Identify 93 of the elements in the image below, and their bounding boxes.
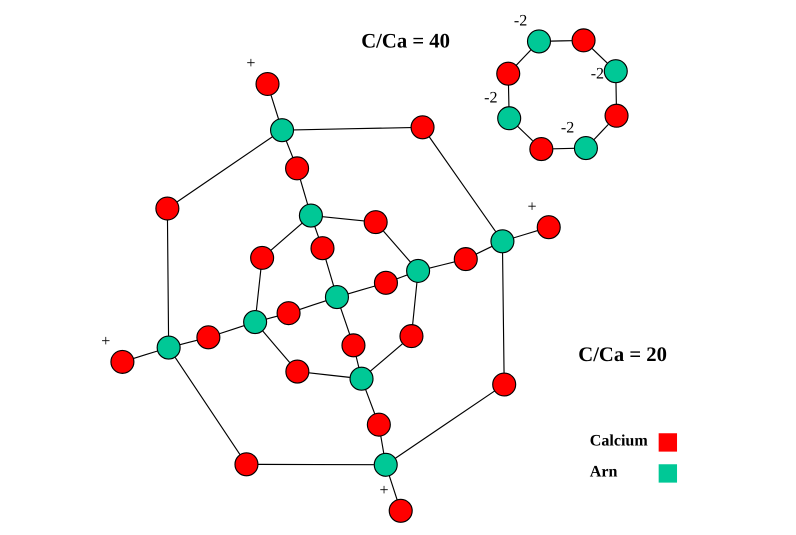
connector <box>256 269 262 310</box>
node-label: + <box>380 482 389 499</box>
connector <box>395 390 495 459</box>
node-circle <box>526 29 552 54</box>
node-circle <box>156 336 181 360</box>
connector <box>286 140 294 158</box>
node-circle <box>496 62 520 86</box>
connector <box>428 136 496 232</box>
connector <box>300 180 308 204</box>
connector <box>325 259 334 286</box>
label: C/Ca = 40 <box>361 30 450 52</box>
connector <box>380 436 384 454</box>
node-circle <box>270 118 294 142</box>
node-circle <box>341 333 366 358</box>
connector <box>508 85 510 107</box>
node-circle <box>298 204 323 228</box>
node-circle <box>250 246 274 270</box>
node-label: -2 <box>560 119 574 136</box>
connector <box>594 124 609 140</box>
connector <box>308 372 350 378</box>
node-circle <box>454 247 478 272</box>
node-circle <box>349 366 374 391</box>
connector <box>502 253 505 373</box>
node-circle <box>497 106 522 130</box>
connector <box>592 48 608 64</box>
connector <box>396 274 408 280</box>
node-circle <box>410 115 435 140</box>
node-label: + <box>101 333 110 350</box>
connector <box>430 261 454 269</box>
node-circle <box>366 412 391 437</box>
connector <box>383 230 411 262</box>
connector <box>517 126 534 142</box>
node-circle <box>276 301 301 326</box>
connector <box>412 282 418 325</box>
node-circle <box>529 137 554 162</box>
connector <box>476 246 492 255</box>
label: C/Ca = 20 <box>578 344 667 366</box>
connector <box>340 308 350 334</box>
connector <box>314 226 320 238</box>
connector <box>553 148 574 150</box>
node-circle <box>490 229 514 254</box>
connector <box>356 356 360 368</box>
connector <box>365 390 376 414</box>
node-circle <box>110 350 134 374</box>
node-label: -2 <box>590 65 604 82</box>
node-circle <box>406 258 430 283</box>
connector <box>294 126 411 131</box>
node-circle <box>310 236 335 260</box>
connector <box>348 286 375 294</box>
connector <box>174 357 241 456</box>
node-circle <box>285 360 310 384</box>
connector <box>370 343 403 372</box>
legend-label: Arn <box>590 464 618 481</box>
connector <box>180 340 198 346</box>
node-circle <box>604 59 628 84</box>
connector <box>176 136 273 202</box>
node-circle <box>374 452 398 477</box>
connector <box>513 230 538 238</box>
node-circle <box>572 28 596 52</box>
node-label: -2 <box>484 89 498 106</box>
connector <box>388 476 398 500</box>
node-circle <box>399 324 424 348</box>
connector <box>220 325 244 334</box>
node-label: -2 <box>514 12 528 30</box>
connector <box>615 82 617 104</box>
node-label: + <box>246 55 256 72</box>
connector <box>322 216 364 222</box>
node-circle <box>364 210 388 234</box>
connector <box>133 350 158 359</box>
connector <box>166 220 170 336</box>
node-circle <box>234 452 259 476</box>
connector <box>270 222 302 251</box>
node-circle <box>155 196 180 221</box>
legend-label: Calcium <box>590 432 648 450</box>
node-circle <box>243 310 268 334</box>
node-label: + <box>528 198 537 216</box>
connector <box>266 316 278 320</box>
node-circle <box>492 372 516 397</box>
connector <box>262 330 290 363</box>
node-circle <box>196 325 220 350</box>
node-circle <box>536 215 561 240</box>
connector <box>258 464 374 466</box>
node-circle <box>604 104 629 128</box>
node-circle <box>255 72 280 96</box>
node-circle <box>574 136 598 160</box>
connector <box>300 300 326 310</box>
connector <box>516 50 532 66</box>
node-circle <box>388 498 413 523</box>
connector <box>270 95 280 120</box>
node-circle <box>324 285 349 310</box>
connector <box>550 40 572 42</box>
node-circle <box>374 270 398 295</box>
node-circle <box>285 156 310 180</box>
